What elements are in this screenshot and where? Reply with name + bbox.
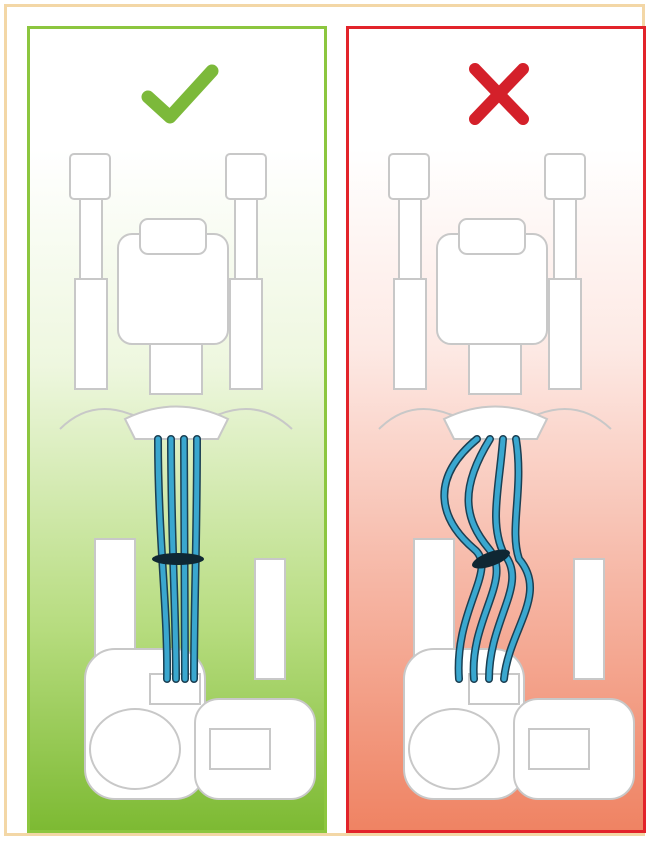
hose-clamp (152, 553, 204, 565)
top-left-block (70, 154, 110, 199)
correct-panel (27, 26, 327, 833)
top-right-block (226, 154, 266, 199)
comparison-frame (4, 4, 645, 836)
machine-illustration (349, 139, 643, 829)
cross-icon (459, 59, 539, 129)
checkmark-icon (140, 59, 220, 129)
manifold (125, 407, 228, 440)
wrong-panel (346, 26, 646, 833)
machine-illustration (30, 139, 324, 829)
